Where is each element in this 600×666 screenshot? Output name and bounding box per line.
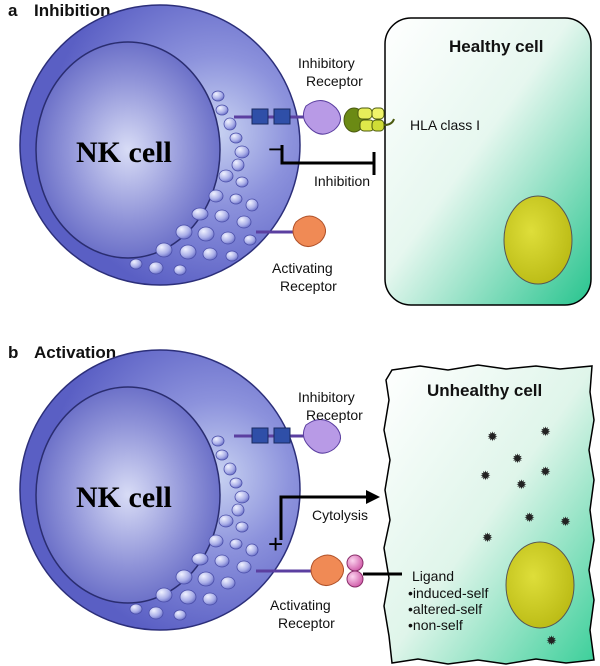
healthy-cell-label: Healthy cell: [449, 37, 544, 56]
cytolysis-arrow: [279, 495, 368, 540]
activating-receptor-label-a1: Activating: [272, 260, 333, 276]
activating-receptor-b: [310, 554, 344, 586]
nk-label-a: NK cell: [76, 136, 172, 169]
inhibitory-receptor-label-a1: Inhibitory: [298, 55, 355, 71]
ligand-title: Ligand: [412, 568, 454, 584]
healthy-cell-nucleus: [503, 195, 573, 285]
panel-a-title: Inhibition: [34, 1, 110, 20]
nk-label-b: NK cell: [76, 481, 172, 514]
particle-icon: ✹: [560, 515, 571, 530]
receptor-box-b2: [273, 427, 291, 444]
nk-nucleus-b: [35, 386, 221, 604]
unhealthy-cell-label: Unhealthy cell: [427, 381, 542, 400]
particle-icon: ✹: [482, 531, 493, 546]
inhibitory-receptor-b: [302, 419, 341, 454]
nk-nucleus-a: [35, 41, 221, 259]
panel-a-letter: a: [8, 1, 18, 20]
ligand-item-non-self: •non-self: [408, 617, 463, 633]
inhibitory-receptor-a: [302, 100, 341, 135]
receptor-box-a1: [251, 108, 269, 125]
particle-icon: ✹: [546, 634, 557, 649]
activation-plus-sign: +: [268, 529, 283, 559]
inhibitory-receptor-label-a2: Receptor: [306, 73, 363, 89]
virus-particles: ✹ ✹ ✹ ✹ ✹ ✹ ✹ ✹ ✹ ✹: [480, 425, 571, 649]
activating-receptor-label-b2: Receptor: [278, 615, 335, 631]
activating-receptor-a: [292, 215, 326, 247]
activating-receptor-label-a2: Receptor: [280, 278, 337, 294]
inhibition-label: Inhibition: [314, 173, 370, 189]
ligand-item-altered-self: •altered-self: [408, 601, 482, 617]
cytolysis-arrowhead: [366, 490, 380, 504]
panel-a: a Inhibition Healthy cell NK cell: [8, 1, 592, 306]
particle-icon: ✹: [540, 425, 551, 440]
hla-ligand: [343, 107, 395, 133]
particle-icon: ✹: [516, 478, 527, 493]
panel-b: b Activation Unhealthy cell ✹ ✹ ✹ ✹ ✹ ✹ …: [8, 343, 595, 665]
hla-class-i-label: HLA class I: [410, 117, 480, 133]
activating-ligand-bottom: [346, 570, 364, 588]
receptor-box-a2: [273, 108, 291, 125]
ligand-item-induced-self: •induced-self: [408, 585, 489, 601]
cytolysis-label: Cytolysis: [312, 507, 368, 523]
particle-icon: ✹: [487, 430, 498, 445]
particle-icon: ✹: [540, 465, 551, 480]
particle-icon: ✹: [480, 469, 491, 484]
activating-receptor-label-b1: Activating: [270, 597, 331, 613]
panel-b-title: Activation: [34, 343, 116, 362]
inhibition-minus-sign: −: [268, 134, 283, 164]
activating-ligand-top: [346, 554, 364, 572]
inhibitory-receptor-label-b1: Inhibitory: [298, 389, 355, 405]
inhibition-arrow: [280, 145, 373, 165]
particle-icon: ✹: [512, 452, 523, 467]
granules-a: [129, 90, 259, 276]
granules-b: [129, 435, 259, 621]
receptor-box-b1: [251, 427, 269, 444]
panel-b-letter: b: [8, 343, 18, 362]
particle-icon: ✹: [524, 511, 535, 526]
unhealthy-cell-nucleus: [505, 541, 575, 629]
inhibitory-receptor-label-b2: Receptor: [306, 407, 363, 423]
